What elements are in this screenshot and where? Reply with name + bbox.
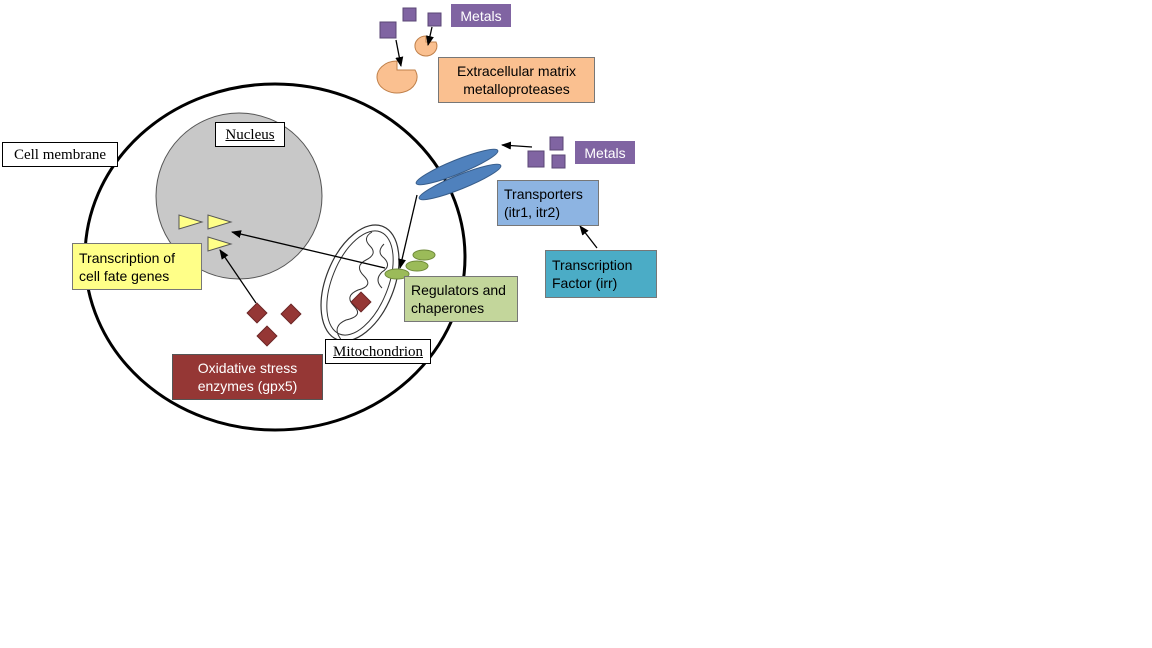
oxidative-stress-label: Oxidative stress enzymes (gpx5) (172, 354, 323, 400)
arrow (426, 26, 434, 46)
arrow (231, 230, 386, 269)
cell-fate-genes-label: Transcription of cell fate genes (72, 243, 202, 290)
transcription-factor-label: Transcription Factor (irr) (545, 250, 657, 298)
nucleus-label: Nucleus (215, 122, 285, 147)
mitochondrion-label: Mitochondrion (325, 339, 431, 364)
gene-triangle (178, 214, 204, 230)
oxidative-enzyme-diamond (350, 291, 372, 313)
metal-square (379, 21, 397, 39)
metal-square (402, 7, 417, 22)
metals-right-label: Metals (575, 141, 635, 164)
transporters-label: Transporters (itr1, itr2) (497, 180, 599, 226)
metal-square (551, 154, 566, 169)
arrow (501, 141, 533, 150)
transporter-channel (418, 163, 502, 201)
metal-square (549, 136, 564, 151)
arrow (579, 225, 598, 249)
arrow (395, 39, 404, 67)
oxidative-enzyme-diamond (246, 302, 268, 324)
gene-triangle (207, 214, 233, 230)
protease-shape (376, 60, 418, 94)
arrow (398, 194, 418, 269)
mitochondrion-shape (320, 224, 400, 355)
regulator-chaperone (384, 268, 410, 280)
protease-shape (414, 35, 438, 57)
transporter-channel (415, 148, 499, 186)
regulator-chaperone (405, 260, 429, 272)
regulator-chaperone (412, 249, 436, 261)
arrow (219, 249, 257, 304)
metal-square (427, 12, 442, 27)
cell-membrane-label: Cell membrane (2, 142, 118, 167)
metals-top-label: Metals (451, 4, 511, 27)
gene-triangle (207, 236, 233, 252)
oxidative-enzyme-diamond (256, 325, 278, 347)
ecm-metalloproteases-label: Extracellular matrix metalloproteases (438, 57, 595, 103)
regulators-label: Regulators and chaperones (404, 276, 518, 322)
oxidative-enzyme-diamond (280, 303, 302, 325)
metal-square (527, 150, 545, 168)
